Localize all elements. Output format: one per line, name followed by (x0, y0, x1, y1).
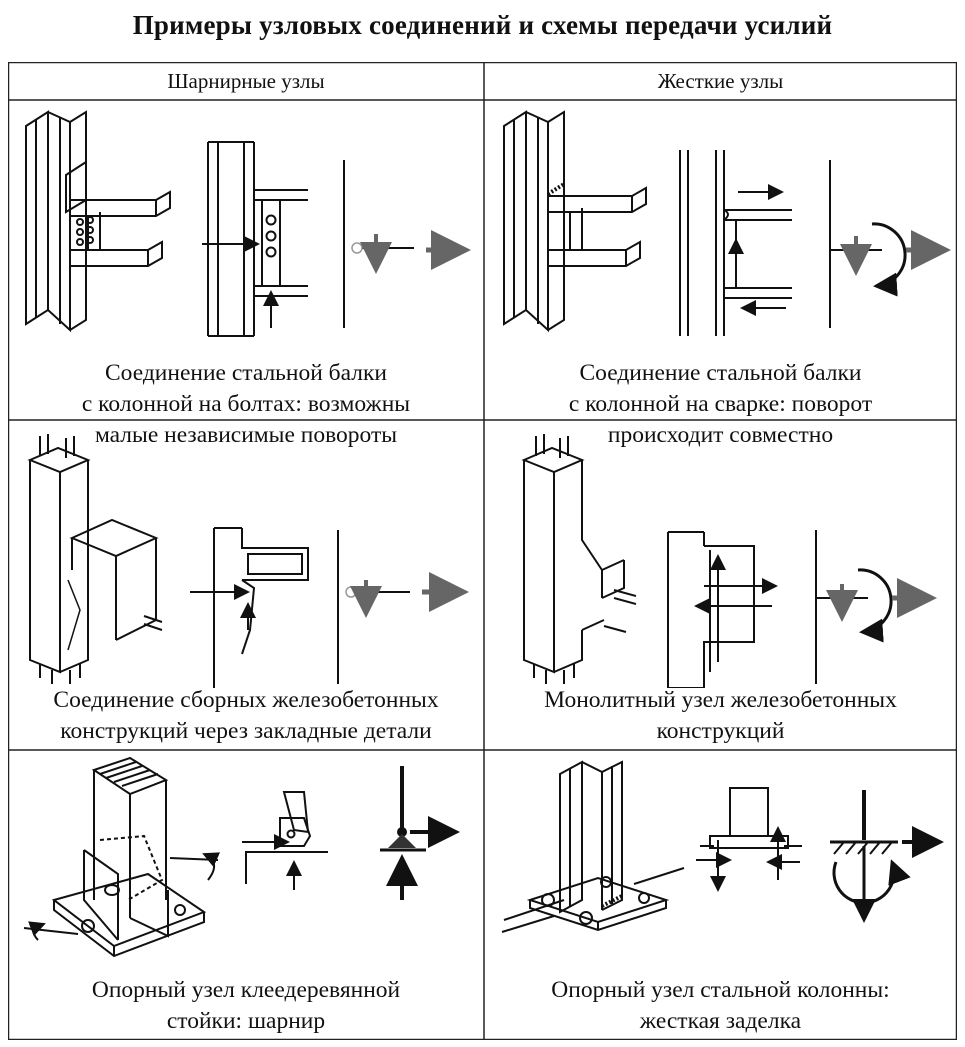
timber-base-figure (23, 756, 460, 958)
table-grid (8, 62, 957, 1040)
caption-steel-base: Опорный узел стальной колонны: жесткая з… (484, 975, 957, 1037)
monolithic-concrete-figure (521, 434, 937, 688)
page-title: Примеры узловых соединений и схемы перед… (132, 10, 833, 40)
caption-line: с колонной на сварке: поворот (568, 391, 873, 417)
diagram-table: Шарнирные узлы Жесткие узлы (8, 62, 957, 1040)
caption-timber-base: Опорный узел клеедеревянной стойки: шарн… (8, 975, 484, 1037)
cell-steel-bolted: Соединение стальной балки с колонной на … (8, 100, 484, 448)
caption-line: Опорный узел клеедеревянной (91, 977, 401, 1003)
column-header-rigid: Жесткие узлы (657, 69, 784, 93)
cell-timber-base: Опорный узел клеедеревянной стойки: шарн… (8, 750, 484, 1040)
caption-line: Опорный узел стальной колонны: (551, 977, 890, 1003)
caption-steel-bolted: Соединение стальной балки с колонной на … (8, 358, 484, 451)
caption-line: малые независимые повороты (94, 422, 398, 448)
cell-steel-welded: Соединение стальной балки с колонной на … (484, 100, 957, 448)
cell-steel-base: Опорный узел стальной колонны: жесткая з… (484, 750, 957, 1040)
steel-bolted-figure (25, 110, 471, 337)
caption-line: Соединение стальной балки (105, 360, 387, 386)
steel-welded-figure (503, 110, 951, 336)
column-header-hinged: Шарнирные узлы (167, 69, 325, 93)
caption-line: Соединение стальной балки (579, 360, 862, 386)
caption-monolithic-concrete: Монолитный узел железобетонных конструкц… (484, 685, 957, 747)
cell-monolithic-concrete: Монолитный узел железобетонных конструкц… (484, 420, 957, 750)
caption-line: стойки: шарнир (166, 1008, 326, 1034)
caption-line: происходит совместно (607, 422, 834, 448)
caption-line: жесткая заделка (639, 1008, 802, 1034)
caption-line: конструкций (656, 718, 785, 744)
steel-base-figure (501, 760, 944, 933)
caption-line: Соединение сборных железобетонных (53, 687, 439, 713)
caption-steel-welded: Соединение стальной балки с колонной на … (484, 358, 957, 451)
caption-line: с колонной на болтах: возможны (81, 391, 411, 417)
caption-precast-concrete: Соединение сборных железобетонных констр… (8, 685, 484, 747)
caption-line: Монолитный узел железобетонных (544, 687, 897, 713)
caption-line: конструкций через закладные детали (60, 718, 432, 744)
cell-precast-concrete: Соединение сборных железобетонных констр… (8, 420, 484, 750)
precast-concrete-figure (27, 434, 469, 688)
